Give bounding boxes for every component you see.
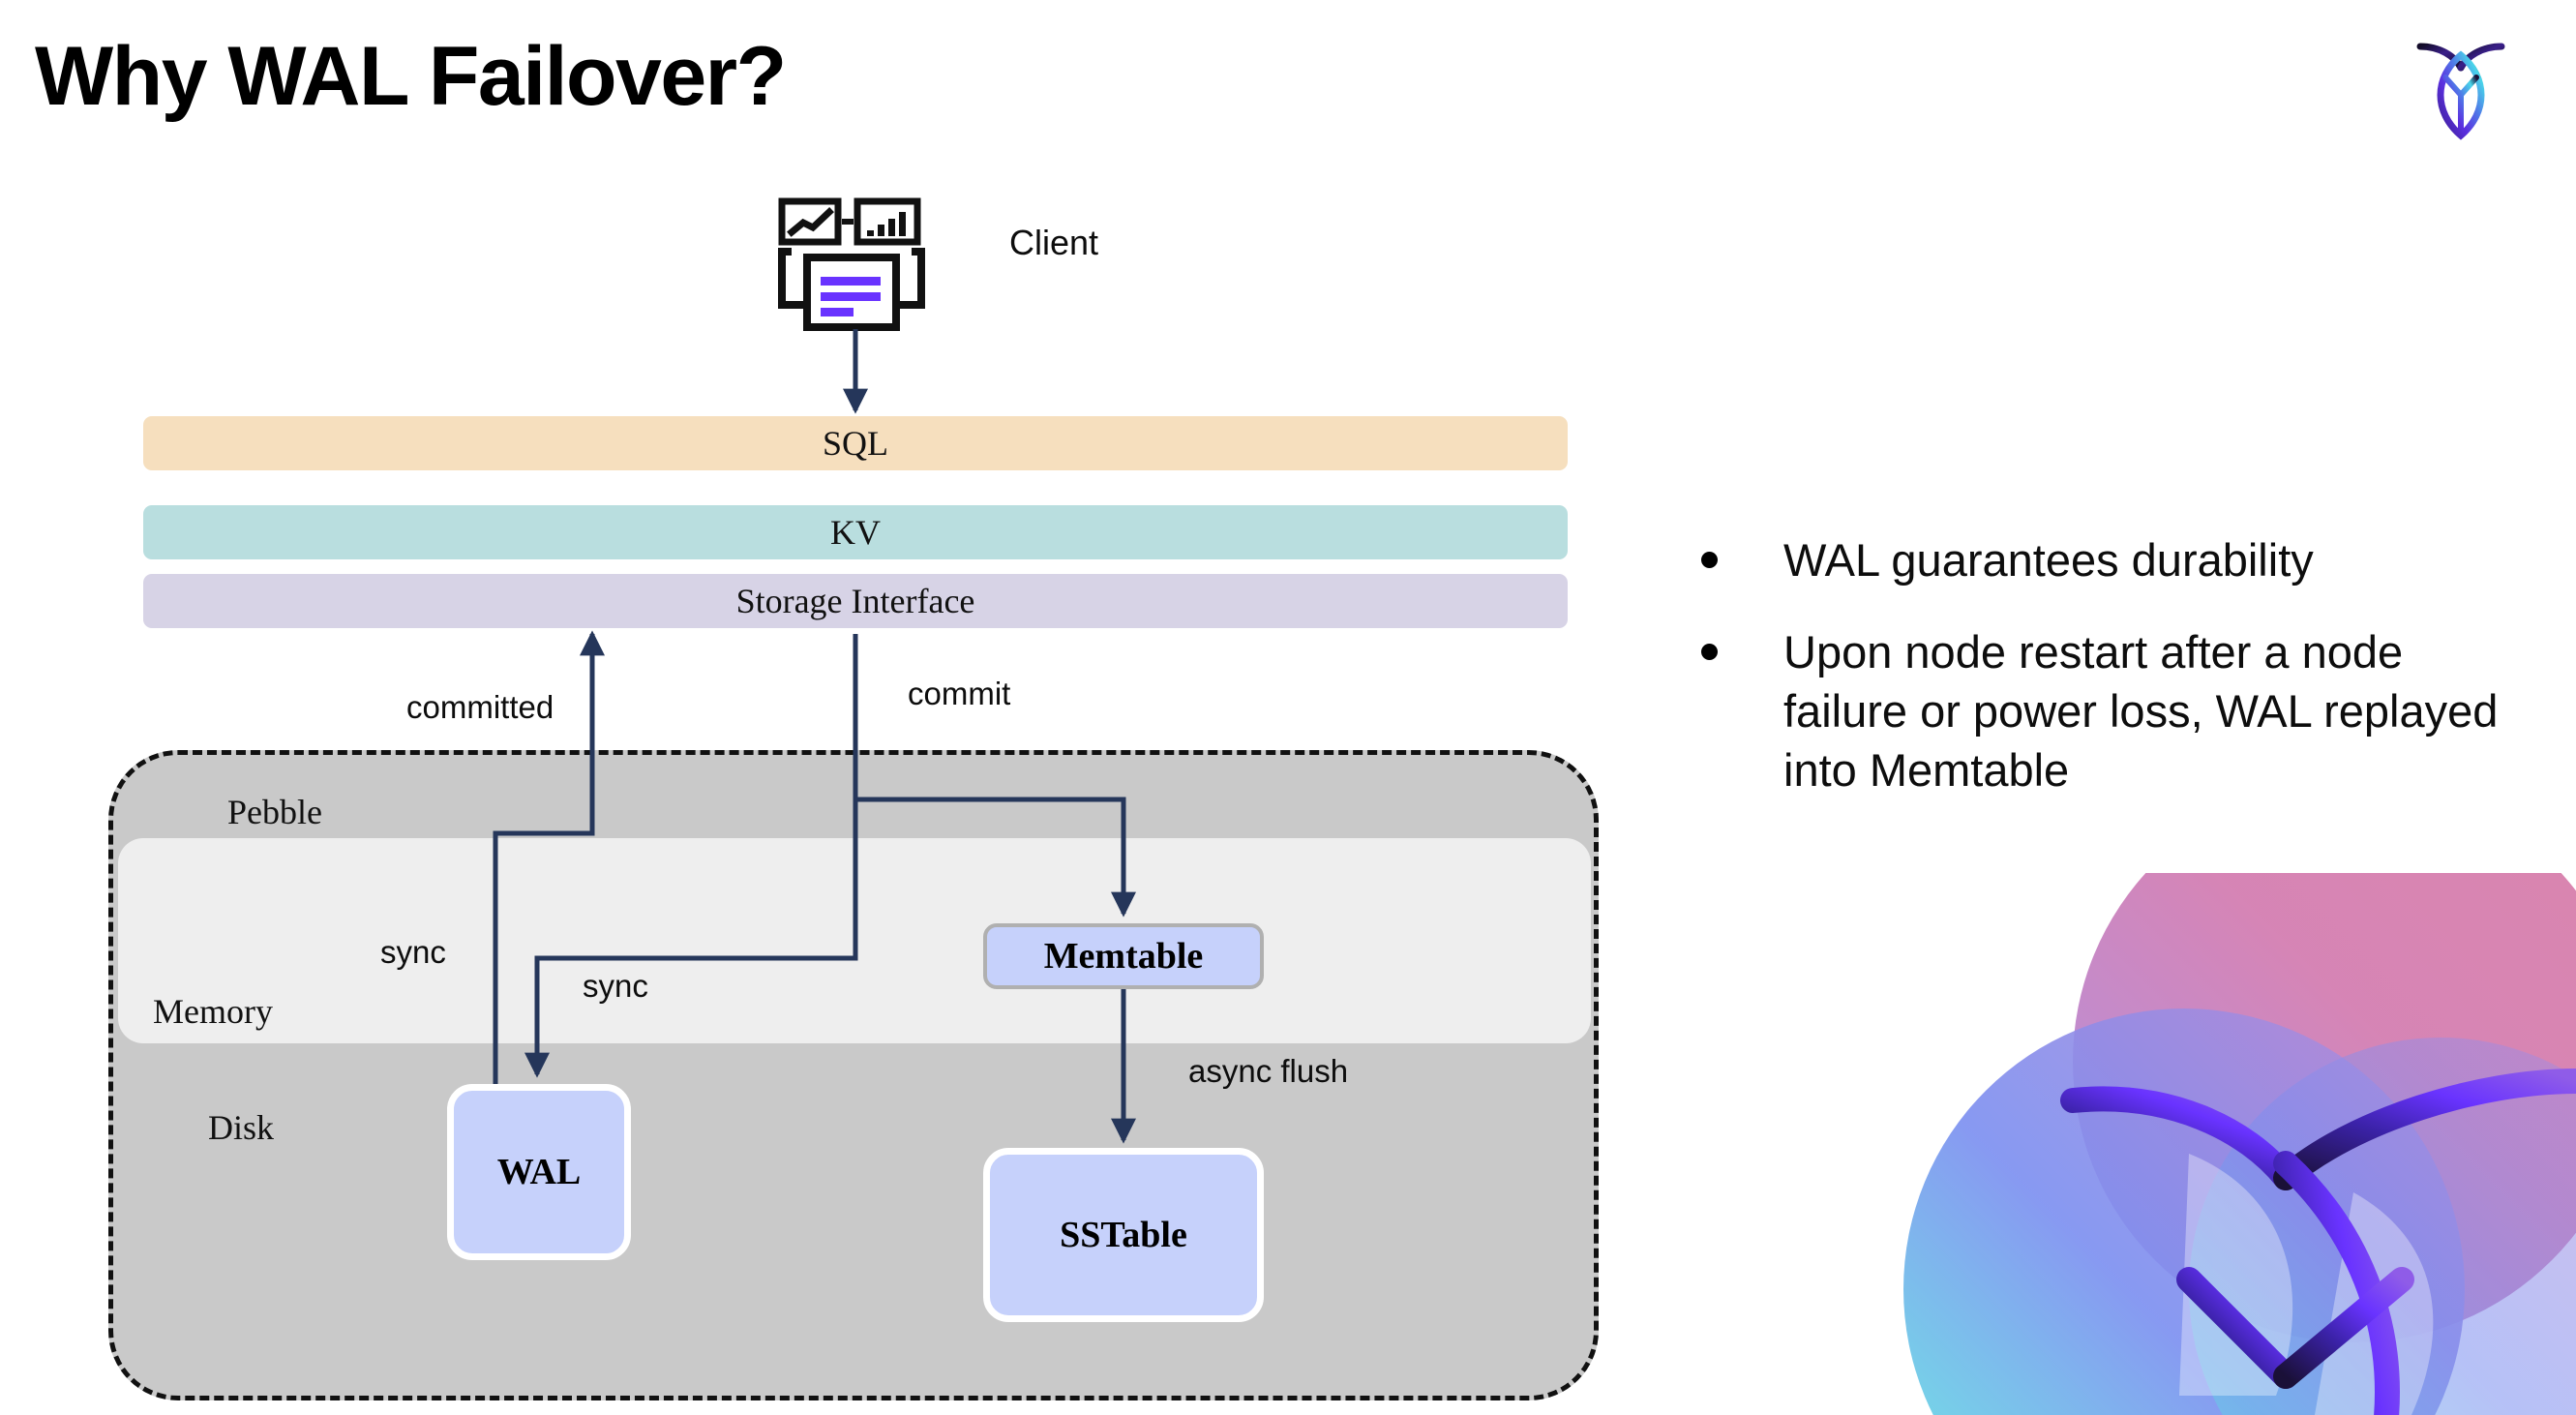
layer-storage-interface[interactable]: Storage Interface bbox=[143, 574, 1568, 628]
cockroach-leaf-watermark-icon bbox=[1899, 873, 2576, 1415]
node-memtable-label: Memtable bbox=[1043, 936, 1204, 977]
node-sstable[interactable]: SSTable bbox=[983, 1148, 1264, 1322]
edge-label-commit: commit bbox=[908, 676, 1011, 711]
layer-storage-interface-label: Storage Interface bbox=[735, 582, 975, 620]
edge-label-async-flush: async flush bbox=[1188, 1053, 1349, 1089]
bullet-dot-icon bbox=[1701, 552, 1718, 568]
node-wal-label: WAL bbox=[496, 1152, 582, 1192]
layer-sql-label: SQL bbox=[822, 424, 888, 463]
bullet-list: WAL guarantees durability Upon node rest… bbox=[1701, 530, 2524, 832]
page-title: Why WAL Failover? bbox=[35, 30, 787, 123]
bullet-dot-icon bbox=[1701, 644, 1718, 661]
list-item: WAL guarantees durability bbox=[1701, 530, 2524, 589]
disk-label: Disk bbox=[208, 1108, 275, 1147]
edge-label-sync-2: sync bbox=[583, 968, 648, 1004]
edge-label-sync-1: sync bbox=[380, 934, 446, 970]
analytics-dashboard-icon bbox=[774, 194, 929, 334]
pebble-label: Pebble bbox=[227, 793, 322, 831]
list-item: Upon node restart after a node failure o… bbox=[1701, 622, 2524, 799]
layer-kv-label: KV bbox=[830, 513, 881, 552]
memory-label: Memory bbox=[153, 992, 273, 1031]
client-label: Client bbox=[1009, 223, 1099, 262]
edge-label-committed: committed bbox=[406, 689, 554, 725]
layer-sql[interactable]: SQL bbox=[143, 416, 1568, 470]
bullet-text: Upon node restart after a node failure o… bbox=[1783, 626, 2499, 797]
node-memtable[interactable]: Memtable bbox=[983, 923, 1264, 989]
bullet-text: WAL guarantees durability bbox=[1783, 534, 2314, 586]
layer-kv[interactable]: KV bbox=[143, 505, 1568, 559]
memory-region bbox=[118, 838, 1591, 1043]
cockroach-leaf-logo-icon bbox=[2407, 31, 2515, 142]
node-sstable-label: SSTable bbox=[1060, 1215, 1187, 1255]
node-wal[interactable]: WAL bbox=[447, 1084, 631, 1260]
